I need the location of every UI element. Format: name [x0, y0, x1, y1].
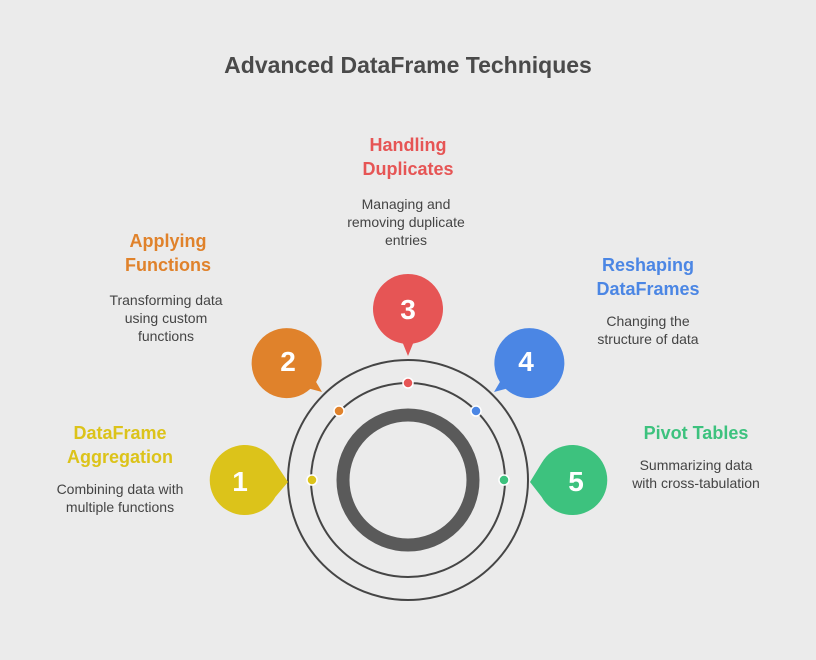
step-5-bubble — [530, 445, 608, 516]
step-2-desc-line3: functions — [137, 328, 195, 344]
step-1-desc-line2: multiple functions — [65, 499, 175, 515]
step-4-description: Changing the structure of data — [558, 312, 738, 348]
step-4-label: Reshaping DataFrames — [568, 253, 728, 301]
inner-thick-ring — [336, 408, 480, 552]
step-3-marker: 3 — [373, 273, 443, 389]
step-3-label-line2: Duplicates — [362, 159, 454, 179]
step-5-label-line1: Pivot Tables — [643, 423, 749, 443]
step-2-label-line1: Applying — [129, 231, 207, 251]
step-3-bubble — [373, 273, 443, 356]
diagram-title: Advanced DataFrame Techniques — [224, 52, 592, 78]
step-5-number: 5 — [568, 466, 584, 497]
step-4-bubble — [494, 328, 565, 399]
step-5-marker: 5 — [498, 445, 608, 516]
step-4-number: 4 — [518, 346, 534, 377]
step-4-marker: 4 — [470, 328, 565, 417]
step-5-dot — [498, 474, 510, 486]
step-2-number: 2 — [280, 346, 296, 377]
step-4-label-line1: Reshaping — [601, 255, 694, 275]
step-3-desc-line2: removing duplicate — [347, 214, 465, 230]
step-1-label-line1: DataFrame — [73, 423, 167, 443]
step-2-description: Transforming data using custom functions — [76, 291, 256, 345]
step-1-description: Combining data with multiple functions — [20, 480, 220, 516]
step-3-label-line1: Handling — [369, 135, 447, 155]
step-2-label: Applying Functions — [88, 229, 248, 277]
step-3-desc-line1: Managing and — [361, 196, 451, 212]
step-4-dot — [470, 405, 482, 417]
step-3-dot — [402, 377, 414, 389]
step-1-dot — [306, 474, 318, 486]
step-1-number: 1 — [232, 466, 248, 497]
step-2-desc-line2: using custom — [124, 310, 208, 326]
step-1-marker: 1 — [209, 445, 318, 516]
step-4-label-line2: DataFrames — [596, 279, 700, 299]
step-3-number: 3 — [400, 294, 416, 325]
step-2-dot — [333, 405, 345, 417]
step-1-bubble — [209, 445, 288, 516]
step-5-description: Summarizing data with cross-tabulation — [596, 456, 796, 492]
step-1-label: DataFrame Aggregation — [40, 421, 200, 469]
step-3-description: Managing and removing duplicate entries — [316, 195, 496, 249]
step-2-marker: 2 — [251, 328, 345, 417]
step-4-desc-line1: Changing the — [606, 313, 690, 329]
step-5-desc-line2: with cross-tabulation — [632, 475, 760, 491]
step-4-desc-line2: structure of data — [597, 331, 699, 347]
step-1-desc-line1: Combining data with — [56, 481, 184, 497]
step-2-bubble — [251, 328, 322, 399]
step-5-desc-line1: Summarizing data — [639, 457, 753, 473]
outer-ring — [287, 359, 529, 601]
step-2-desc-line1: Transforming data — [109, 292, 223, 308]
step-5-label: Pivot Tables — [606, 421, 786, 445]
step-1-label-line2: Aggregation — [67, 447, 173, 467]
step-2-label-line2: Functions — [125, 255, 211, 275]
step-3-desc-line3: entries — [384, 232, 428, 248]
step-3-label: Handling Duplicates — [328, 133, 488, 181]
